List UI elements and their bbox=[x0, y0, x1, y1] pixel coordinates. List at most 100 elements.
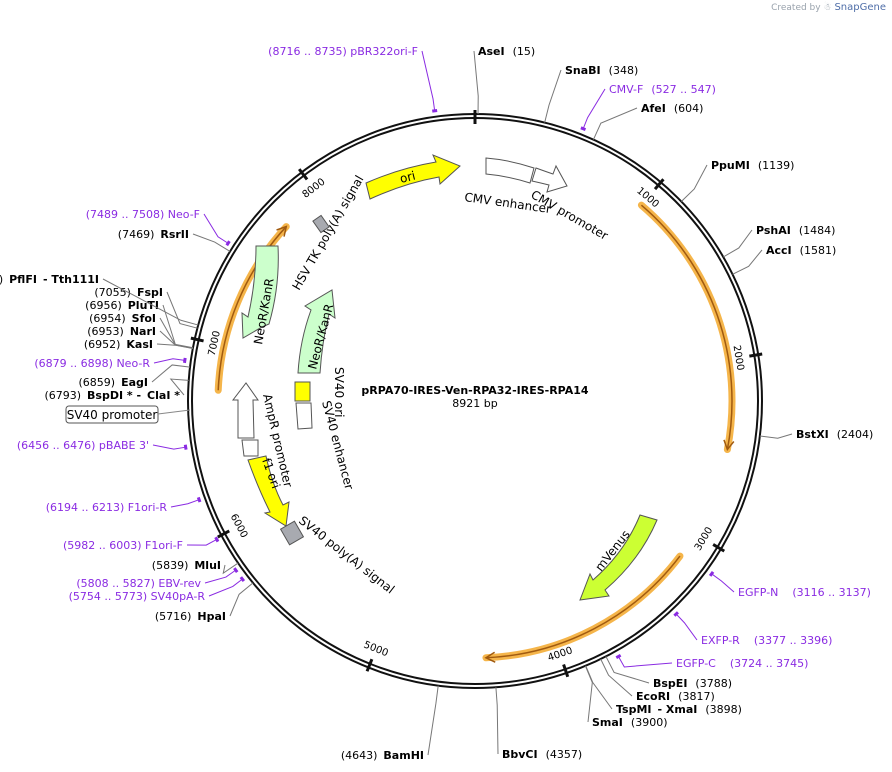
primer-label[interactable]: (6879 .. 6898) Neo-R bbox=[34, 357, 150, 370]
cmv-enhancer-feature[interactable] bbox=[485, 157, 535, 184]
site-label-pluti[interactable]: (6956)PluTI bbox=[85, 299, 159, 312]
primer-leader bbox=[618, 656, 673, 668]
cmv-rpa70-arrow-head bbox=[723, 439, 735, 452]
neor-kanr-inner-feature[interactable] bbox=[297, 289, 336, 374]
site-leader bbox=[584, 665, 593, 723]
site-leader bbox=[162, 304, 194, 349]
site-leader bbox=[495, 687, 499, 755]
primer-label[interactable]: (5808 .. 5827) EBV-rev bbox=[76, 577, 201, 590]
site-label-snabi[interactable]: SnaBI(348) bbox=[565, 64, 638, 77]
primer-leader bbox=[203, 213, 229, 244]
ori-label: ori bbox=[398, 169, 417, 186]
primer-leader bbox=[204, 569, 237, 584]
cmv-rpa70-arrow-glow bbox=[637, 201, 736, 454]
site-label-kasi[interactable]: (6952)KasI bbox=[84, 338, 153, 351]
sv40-ori-feature[interactable] bbox=[294, 381, 311, 402]
site-label-acci[interactable]: AccI(1581) bbox=[766, 244, 836, 257]
sv40-promoter-label-box[interactable] bbox=[65, 405, 159, 424]
site-label-rsrii[interactable]: (7469)RsrII bbox=[118, 228, 189, 241]
site-leader bbox=[680, 164, 708, 202]
site-label-hpai[interactable]: (5716)HpaI bbox=[155, 610, 226, 623]
restriction-sites: AseI(15) SnaBI(348) AfeI(604) PpuMI(1139) Ps… bbox=[0, 45, 873, 762]
primer-label[interactable]: CMV-F(527 .. 547) bbox=[609, 83, 716, 96]
tick-label: 2000 bbox=[731, 345, 746, 372]
cmv-rpa70-arrow[interactable] bbox=[640, 204, 733, 450]
primer-label[interactable]: EXFP-R(3377 .. 3396) bbox=[701, 634, 832, 647]
site-label-bstxi[interactable]: BstXI(2404) bbox=[796, 428, 873, 441]
primer-label[interactable]: EGFP-N(3116 .. 3137) bbox=[738, 586, 871, 599]
sv40-polya-feature[interactable] bbox=[279, 520, 305, 546]
tick-mark bbox=[190, 336, 204, 343]
cmv-promoter-feature[interactable] bbox=[531, 164, 568, 193]
site-label-bamhi[interactable]: (4643)BamHI bbox=[341, 749, 424, 762]
tick-mark bbox=[712, 543, 726, 553]
primer-leader bbox=[153, 358, 185, 364]
primer-label[interactable]: (8716 .. 8735) pBR322ori-F bbox=[268, 45, 418, 58]
site-leader bbox=[192, 233, 231, 252]
primer-mark bbox=[708, 570, 715, 577]
site-label-ppumi[interactable]: PpuMI(1139) bbox=[711, 159, 794, 172]
site-label-sfoi[interactable]: (6954)SfoI bbox=[89, 312, 156, 325]
plasmid-backbone bbox=[187, 110, 763, 689]
primer-mark bbox=[225, 240, 231, 247]
rpa32-arrow[interactable] bbox=[485, 555, 681, 659]
sv40-promoter-leader bbox=[157, 409, 191, 415]
site-label-eagi[interactable]: (6859)EagI bbox=[79, 376, 148, 389]
tick-label: 3000 bbox=[693, 525, 716, 552]
primer-mark bbox=[673, 611, 679, 617]
site-label-bspei[interactable]: BspEI(3788) bbox=[653, 677, 732, 690]
tick-label: 5000 bbox=[362, 640, 390, 660]
site-label-nari[interactable]: (6953)NarI bbox=[87, 325, 156, 338]
tick-mark bbox=[749, 352, 763, 358]
primer-sites: (8716 .. 8735) pBR322ori-F CMV-F(527 .. 5… bbox=[17, 45, 871, 670]
sv40-enhancer-feature[interactable] bbox=[295, 402, 313, 430]
site-label-tspmi[interactable]: TspMI- XmaI(3898) bbox=[616, 703, 742, 716]
rpa32-arrow-head bbox=[484, 651, 496, 663]
inner-features: ori CMV enhancer CMV promoter HSV TK pol… bbox=[65, 154, 658, 601]
primer-leader bbox=[675, 613, 698, 641]
sv40-promoter-label: SV40 promoter bbox=[67, 408, 158, 422]
rpa32-arrow-glow bbox=[482, 552, 684, 662]
neor-kanr-outer-feature[interactable] bbox=[241, 245, 279, 339]
ampr-orange-arrow-head bbox=[276, 225, 288, 237]
primer-label[interactable]: (7489 .. 7508) Neo-F bbox=[86, 208, 200, 221]
ori-feature[interactable] bbox=[365, 154, 461, 200]
primer-mark bbox=[580, 126, 587, 132]
primer-leader bbox=[170, 499, 200, 508]
mvenus-feature[interactable] bbox=[579, 514, 658, 601]
hsv-tk-polya-feature[interactable] bbox=[312, 214, 330, 234]
site-label-pshai[interactable]: PshAI(1484) bbox=[756, 224, 835, 237]
cmv-promoter-label: CMV promoter bbox=[529, 187, 611, 242]
primer-mark bbox=[615, 653, 622, 659]
tick-mark bbox=[562, 664, 570, 678]
primer-label[interactable]: (6194 .. 6213) F1ori-R bbox=[46, 501, 168, 514]
site-label-clai[interactable]: (6793)BspDI * -ClaI * bbox=[44, 389, 180, 402]
primer-leader bbox=[186, 539, 218, 546]
site-label-afei[interactable]: AfeI(604) bbox=[641, 102, 703, 115]
ampr-promoter-feature[interactable] bbox=[241, 439, 259, 457]
site-label-pflfi[interactable]: (7071)PflFI- Tth111I bbox=[0, 273, 99, 286]
site-label-ecori[interactable]: EcoRI(3817) bbox=[636, 690, 715, 703]
tick-mark bbox=[298, 168, 309, 181]
site-label-mlui[interactable]: (5839)MluI bbox=[152, 559, 221, 572]
site-leader bbox=[473, 50, 479, 115]
site-leader bbox=[222, 562, 239, 575]
tick-label: 7000 bbox=[207, 330, 223, 357]
primer-label[interactable]: (5982 .. 6003) F1ori-F bbox=[63, 539, 183, 552]
primer-label[interactable]: EGFP-C(3724 .. 3745) bbox=[676, 657, 808, 670]
ampr-promoter-outer-feature[interactable] bbox=[231, 382, 259, 439]
site-leader bbox=[166, 291, 198, 329]
site-label-bbvci[interactable]: BbvCI(4357) bbox=[502, 748, 582, 761]
primer-mark bbox=[214, 536, 220, 543]
primer-mark bbox=[239, 576, 246, 582]
ampr-orange-arrow[interactable] bbox=[217, 226, 287, 391]
primer-mark bbox=[183, 357, 187, 364]
plasmid-size: 8921 bp bbox=[452, 397, 497, 410]
f1-ori-feature[interactable] bbox=[247, 455, 290, 527]
site-label-asei[interactable]: AseI(15) bbox=[478, 45, 535, 58]
primer-label[interactable]: (5754 .. 5773) SV40pA-R bbox=[69, 590, 206, 603]
site-label-smai[interactable]: SmaI(3900) bbox=[592, 716, 667, 729]
primer-label[interactable]: (6456 .. 6476) pBABE 3' bbox=[17, 439, 149, 452]
site-leader bbox=[544, 69, 562, 123]
